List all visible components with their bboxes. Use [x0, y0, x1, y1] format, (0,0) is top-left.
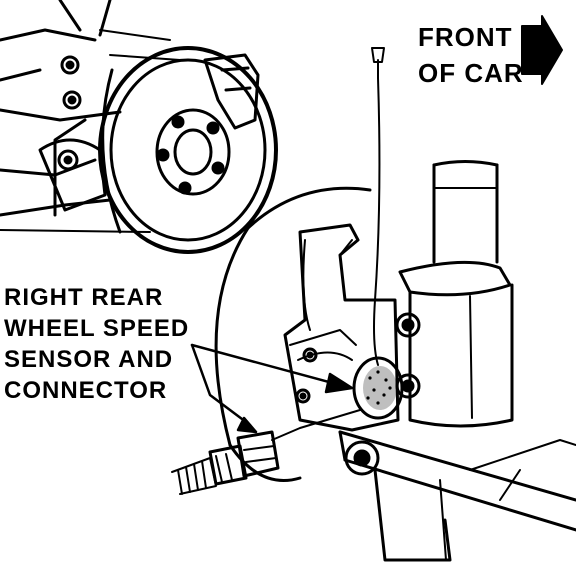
leader-arrows — [190, 343, 354, 434]
front-label-line-1: FRONT — [418, 22, 513, 52]
sensor-label-line-4: CONNECTOR — [4, 377, 168, 404]
front-of-car-label: FRONT OF CAR — [418, 24, 524, 96]
rear-knuckle-assembly — [214, 47, 576, 562]
sensor-connector — [171, 430, 280, 495]
sensor-label-line-3: SENSOR AND — [4, 346, 174, 373]
sensor-label-line-1: RIGHT REAR — [4, 284, 164, 311]
sensor-callout-label: RIGHT REAR WHEEL SPEED SENSOR AND CONNEC… — [4, 286, 189, 410]
arrow-right-icon — [521, 15, 563, 85]
brake-rotor-inset — [0, 0, 278, 254]
front-label-line-2: OF CAR — [418, 58, 524, 88]
sensor-label-line-2: WHEEL SPEED — [4, 315, 190, 342]
